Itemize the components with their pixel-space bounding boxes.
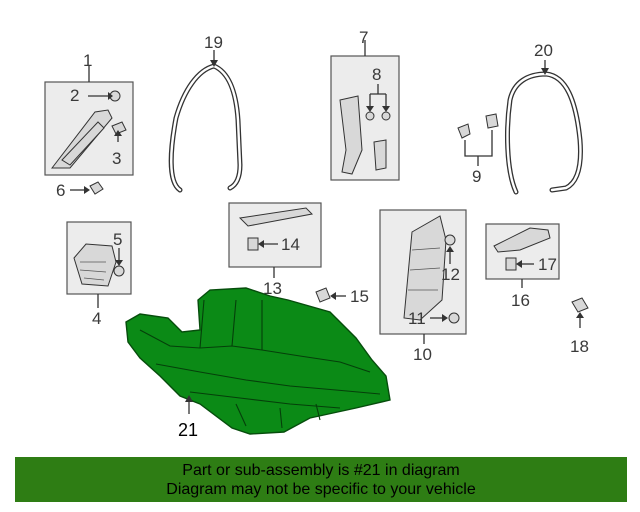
clip-part-3 [111,121,127,135]
callout-17: 17 [538,255,557,274]
callout-12: 12 [441,265,460,284]
callout-14: 14 [281,235,300,254]
callout-16: 16 [511,291,530,310]
part-group-9: 9 [457,113,499,186]
callout-5: 5 [113,230,122,249]
callout-11: 11 [408,309,426,328]
callout-2: 2 [70,86,79,105]
part-group-1: 1 2 3 [44,51,134,176]
banner-line-2: Diagram may not be specific to your vehi… [166,481,476,498]
rear-scuff-plate-part [493,227,551,253]
part-group-10: 12 11 10 [379,209,467,364]
clip-part-8a [365,111,375,121]
parts-diagram: 1 2 3 6 5 4 19 7 [44,28,589,440]
clip-part-17 [505,257,517,271]
banner-line-1: Part or sub-assembly is #21 in diagram [182,462,460,479]
clip-part-8b [381,111,391,121]
callout-21: 21 [178,420,198,440]
callout-13: 13 [263,279,282,298]
part-group-6: 6 [56,181,104,200]
part-group-20: 20 [505,41,583,195]
clip-part-11 [448,312,460,324]
floor-carpet-part-21[interactable]: 21 [125,287,391,440]
callout-18: 18 [570,337,589,356]
callout-15: 15 [350,287,369,306]
callout-6: 6 [56,181,65,200]
callout-1: 1 [83,51,92,70]
info-banner: Part or sub-assembly is #21 in diagram D… [15,457,627,502]
part-group-4: 5 4 [66,221,132,328]
clip-part-15 [315,287,331,303]
callout-19: 19 [204,33,223,52]
callout-3: 3 [112,149,121,168]
part-group-19: 19 [168,33,243,193]
scuff-plate-part [238,207,314,227]
part-group-13: 14 13 [228,202,322,298]
floor-carpet-shape[interactable] [125,287,391,435]
callout-10: 10 [413,345,432,364]
kick-panel-part [73,243,117,287]
clip-part-5 [113,265,125,277]
clip-part-9a [457,123,471,139]
callout-8: 8 [372,65,381,84]
callout-4: 4 [92,309,101,328]
part-group-16: 17 16 [485,223,560,310]
part-group-7: 7 8 [330,28,400,181]
clip-part-6 [89,181,104,195]
clip-part-18 [571,297,589,313]
clip-part-12 [444,234,456,246]
clip-part-9b [485,113,499,129]
part-group-15: 15 [315,287,369,306]
part-group-18: 18 [570,297,589,356]
center-pillar-garnish-part [339,95,363,175]
clip-part-14 [247,237,259,251]
callout-7: 7 [359,28,368,47]
callout-20: 20 [534,41,553,60]
callout-9: 9 [472,167,481,186]
